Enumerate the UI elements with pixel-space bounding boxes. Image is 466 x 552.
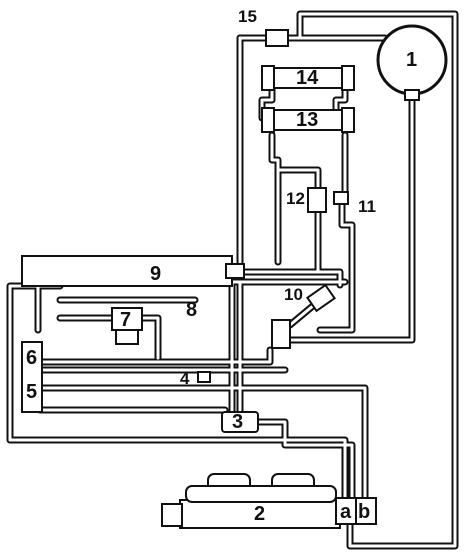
pipe-core: [270, 133, 280, 172]
label-1: 1: [406, 49, 417, 71]
pipe-core: [316, 198, 354, 332]
component-13-cap-left: [261, 107, 275, 133]
label-a: a: [340, 501, 352, 523]
component-14-cap-left: [261, 65, 275, 91]
component-2-end: [161, 503, 183, 527]
label-8: 8: [186, 299, 197, 321]
component-13-cap-right: [341, 107, 355, 133]
label-5: 5: [26, 381, 37, 403]
label-2: 2: [254, 503, 265, 525]
pipe-core: [276, 168, 320, 192]
reservoir-neck: [404, 89, 420, 101]
label-10: 10: [284, 285, 303, 304]
component-11: [333, 191, 349, 205]
label-6: 6: [26, 347, 37, 369]
component-3-valve: [221, 411, 259, 433]
pipe-core: [256, 420, 354, 502]
label-12: 12: [286, 189, 305, 208]
component-10-regulator: [306, 283, 336, 313]
component-12-valve: [307, 187, 327, 213]
label-9: 9: [150, 263, 161, 285]
component-7-bowl: [115, 329, 139, 345]
pipe-core: [138, 316, 160, 360]
port-b-block: [355, 497, 377, 525]
pipe-core: [38, 386, 367, 502]
component-9-port: [225, 263, 245, 279]
pipe: [314, 196, 356, 334]
component-6-5-block: [21, 341, 43, 413]
label-4: 4: [180, 369, 190, 388]
pipe-core: [38, 348, 272, 364]
label-11: 11: [358, 197, 376, 216]
label-14: 14: [296, 67, 319, 89]
component-9-block: [21, 255, 233, 287]
label-15: 15: [238, 7, 257, 26]
component-2-cylinder: [179, 499, 341, 529]
component-15-valve: [265, 29, 289, 47]
component-14-cap-right: [341, 65, 355, 91]
label-3: 3: [232, 411, 243, 433]
component-2-top: [185, 485, 337, 503]
pipe-core: [288, 78, 414, 342]
label-7: 7: [120, 309, 131, 331]
label-13: 13: [296, 109, 318, 131]
component-4: [197, 371, 211, 383]
label-b: b: [358, 501, 370, 523]
component-10-housing: [271, 319, 291, 349]
